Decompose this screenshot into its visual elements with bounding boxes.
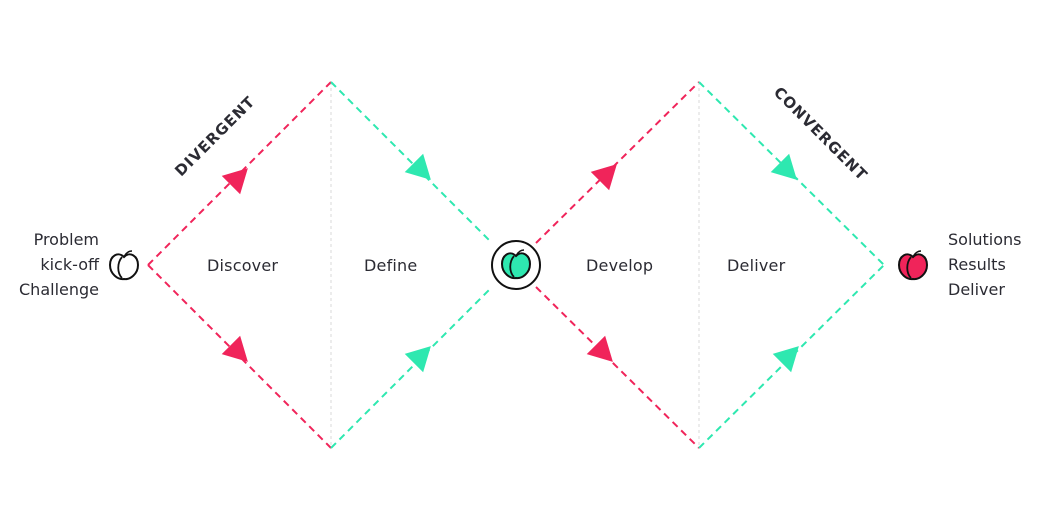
end-line: Solutions bbox=[948, 230, 1022, 249]
arrow-deliver-up bbox=[772, 346, 799, 373]
end-line: Results bbox=[948, 255, 1006, 274]
phase-discover: Discover bbox=[207, 256, 279, 275]
arrow-discover-down bbox=[221, 335, 248, 362]
arrow-define-down bbox=[404, 153, 431, 180]
start-line: Challenge bbox=[19, 280, 99, 299]
edge-deliver-top bbox=[698, 81, 885, 266]
peach-outline-icon bbox=[108, 250, 140, 281]
start-labels: Problem kick-off Challenge bbox=[19, 227, 99, 302]
edge-develop-top bbox=[535, 81, 700, 244]
start-line: Problem bbox=[33, 230, 99, 249]
arrow-develop-down bbox=[586, 335, 613, 362]
phase-deliver: Deliver bbox=[727, 256, 786, 275]
edge-develop-bottom bbox=[535, 286, 700, 449]
peach-red-icon bbox=[897, 250, 929, 281]
phase-define: Define bbox=[364, 256, 418, 275]
arrow-define-up bbox=[404, 346, 431, 373]
arrow-develop-up bbox=[590, 164, 617, 191]
edge-deliver-bottom bbox=[698, 264, 885, 449]
end-line: Deliver bbox=[948, 280, 1005, 299]
phase-develop: Develop bbox=[586, 256, 654, 275]
end-labels: Solutions Results Deliver bbox=[948, 227, 1022, 302]
start-line: kick-off bbox=[40, 255, 99, 274]
arrow-discover-up bbox=[221, 168, 248, 195]
peach-green-icon bbox=[491, 240, 541, 290]
edge-define-top bbox=[330, 81, 493, 244]
edge-define-bottom bbox=[330, 286, 493, 449]
arrow-deliver-down bbox=[770, 153, 797, 180]
